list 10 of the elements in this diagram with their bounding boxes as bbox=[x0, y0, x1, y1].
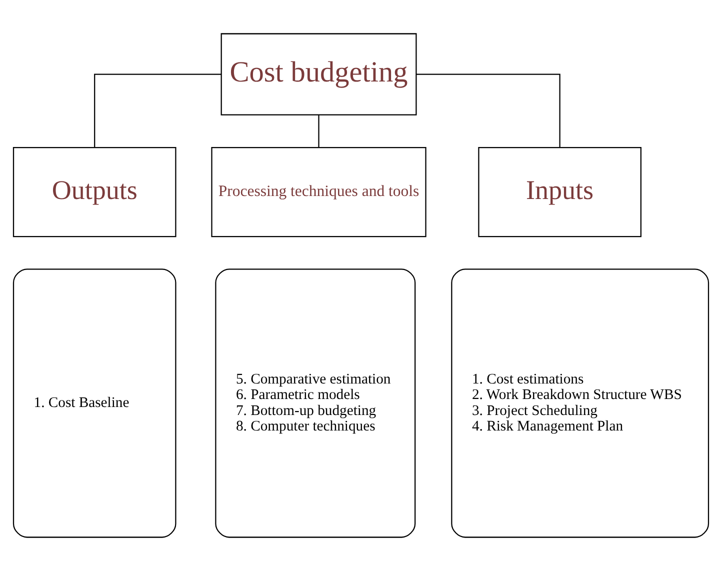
connector bbox=[416, 74, 560, 148]
node-box: Outputs bbox=[12, 146, 176, 238]
connector bbox=[94, 74, 221, 148]
node-box: 1. Cost Baseline bbox=[12, 268, 176, 538]
node-box: 5. Comparative estimation 6. Parametric models 7. Bottom-up budgeting 8. Computer techniques bbox=[214, 268, 416, 538]
node-box: 1. Cost estimations 2. Work Breakdown Structure WBS 3. Project Scheduling 4. Risk Management Plan bbox=[450, 268, 709, 538]
connector bbox=[318, 115, 319, 148]
node-box: Inputs bbox=[478, 146, 641, 238]
node-box: Cost budgeting bbox=[220, 33, 416, 116]
node-box: Processing techniques and tools bbox=[210, 146, 426, 238]
